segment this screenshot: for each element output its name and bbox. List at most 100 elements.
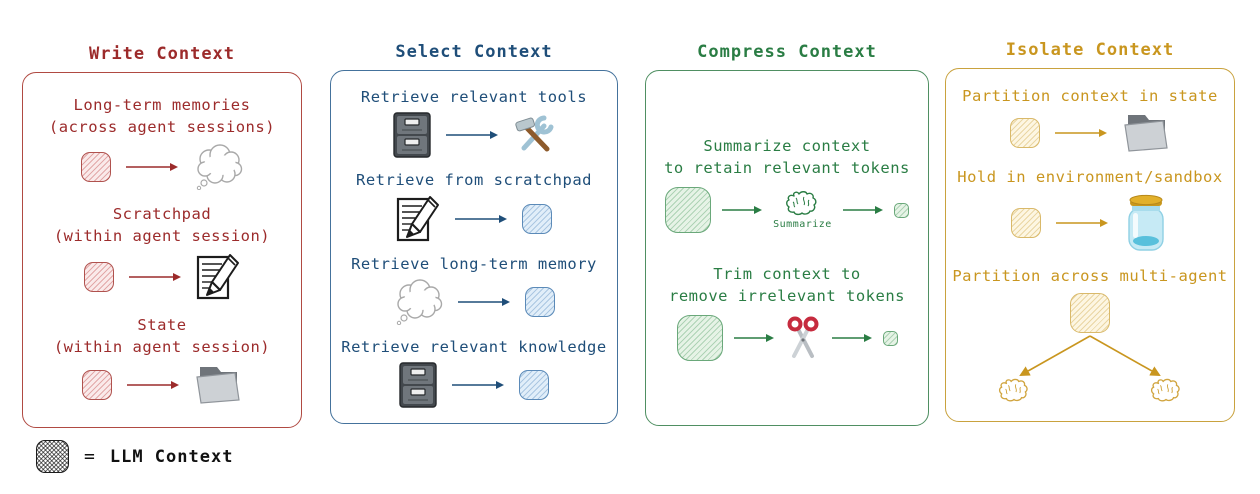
item-label: Retrieve relevant tools (360, 87, 588, 106)
brain-icon (998, 378, 1028, 402)
llm-context-square-icon (1009, 118, 1040, 148)
item-label: State (137, 316, 187, 334)
panel-isolate-title: Isolate Context (1005, 40, 1175, 60)
item-label: Retrieve relevant knowledge (341, 338, 607, 357)
panel-select: Select Context Retrieve relevant tools (330, 42, 618, 424)
write-item-scratchpad: Scratchpad (within agent session) (54, 203, 270, 301)
item-sublabel: (across agent sessions) (48, 118, 276, 136)
arrow-right-icon (125, 163, 178, 171)
thought-cloud-icon (396, 279, 443, 326)
panel-compress: Compress Context Summarize context to re… (645, 42, 929, 426)
panel-isolate: Isolate Context Partition context in sta… (945, 40, 1235, 422)
llm-context-square-icon (84, 262, 114, 292)
select-item-scratchpad: Retrieve from scratchpad (356, 169, 592, 243)
arrow-right-icon (452, 381, 504, 390)
isolate-item-state: Partition context in state (962, 85, 1218, 154)
scissors-icon (787, 316, 818, 358)
item-label: Summarize context (703, 137, 871, 155)
item-sublabel: (within agent session) (53, 338, 271, 356)
state-folder-icon (196, 367, 240, 404)
arrow-right-icon (445, 130, 498, 139)
llm-context-square-small-icon (893, 202, 909, 218)
llm-context-hatched-square-icon (36, 440, 69, 473)
item-sublabel: (within agent session) (53, 227, 271, 245)
flow-row (1009, 112, 1170, 154)
item-label: Scratchpad (112, 205, 212, 223)
arrow-right-icon (129, 273, 181, 281)
arrow-right-icon (127, 381, 179, 389)
scratchpad-memo-icon (396, 195, 439, 241)
llm-context-square-icon (1069, 293, 1110, 333)
summarize-label: Summarize (773, 219, 832, 230)
panel-select-box: Retrieve relevant tools (330, 70, 618, 424)
select-item-tools: Retrieve relevant tools (361, 86, 587, 158)
arrow-right-icon (455, 214, 507, 223)
thought-cloud-icon (196, 144, 243, 190)
legend-label: LLM Context (109, 446, 234, 467)
flow-row: Summarize (665, 187, 909, 233)
item-label: Long-term memories (73, 96, 251, 114)
arrow-right-icon (1056, 219, 1108, 227)
compress-item-summarize: Summarize context to retain relevant tok… (664, 135, 910, 233)
panel-isolate-box: Partition context in state Hold in envir… (945, 68, 1235, 422)
split-arrows-icon (1019, 335, 1161, 377)
select-item-knowledge: Retrieve relevant knowledge (341, 336, 606, 408)
brain-icon (1150, 378, 1180, 402)
sandbox-jar-icon (1128, 194, 1164, 251)
arrow-right-icon (1054, 129, 1107, 137)
panel-compress-box: Summarize context to retain relevant tok… (645, 70, 929, 426)
sub-agent-brains (997, 377, 1183, 405)
flow-row (396, 195, 552, 243)
llm-context-square-icon (82, 370, 112, 400)
arrow-right-icon (457, 298, 510, 307)
panel-compress-title: Compress Context (697, 42, 877, 62)
summarize-step: Summarize (773, 190, 832, 230)
item-sublabel: remove irrelevant tokens (669, 287, 905, 305)
panel-write: Write Context Long-term memories (across… (22, 44, 302, 428)
llm-context-square-icon (519, 370, 549, 401)
flow-row (82, 364, 242, 406)
panel-select-title: Select Context (395, 42, 553, 62)
item-label: Retrieve from scratchpad (356, 170, 592, 189)
flow-row (676, 315, 898, 361)
isolate-item-multiagent: Partition across multi-agent (952, 265, 1227, 405)
item-label: Partition context in state (962, 87, 1218, 105)
panel-write-box: Long-term memories (across agent session… (22, 72, 302, 428)
write-item-longterm: Long-term memories (across agent session… (49, 94, 275, 190)
llm-context-square-icon (80, 152, 111, 182)
llm-context-square-icon (522, 203, 552, 234)
llm-context-square-large-icon (676, 315, 723, 361)
scratchpad-memo-icon (196, 254, 239, 300)
llm-context-square-icon (1011, 208, 1041, 238)
select-item-memory: Retrieve long-term memory (351, 253, 597, 326)
isolate-item-sandbox: Hold in environment/sandbox (957, 166, 1222, 253)
file-cabinet-icon (393, 112, 431, 158)
flow-row (393, 112, 555, 158)
legend: = LLM Context (36, 440, 233, 473)
flow-row (84, 253, 240, 301)
llm-context-square-small-icon (882, 330, 898, 346)
llm-context-square-icon (524, 287, 555, 318)
state-folder-icon (1124, 115, 1168, 152)
legend-equals: = (84, 446, 95, 467)
item-sublabel: to retain relevant tokens (664, 159, 910, 177)
flow-row (399, 362, 549, 408)
hammer-wrench-icon (515, 115, 554, 152)
write-item-state: State (within agent session) (54, 314, 270, 406)
llm-context-square-large-icon (665, 187, 712, 233)
arrow-right-icon (722, 206, 763, 214)
panel-write-title: Write Context (88, 44, 236, 64)
file-cabinet-icon (399, 362, 437, 408)
item-label: Retrieve long-term memory (351, 255, 597, 274)
arrow-right-icon (842, 206, 883, 214)
brain-icon (786, 191, 817, 216)
flow-row (80, 144, 243, 190)
compress-item-trim: Trim context to remove irrelevant tokens (669, 263, 905, 361)
flow-row (1011, 193, 1169, 253)
multi-agent-diagram (985, 293, 1195, 405)
arrow-right-icon (733, 334, 774, 342)
item-label: Partition across multi-agent (952, 267, 1228, 285)
item-label: Trim context to (713, 265, 861, 283)
arrow-right-icon (831, 334, 872, 342)
flow-row (393, 279, 555, 326)
